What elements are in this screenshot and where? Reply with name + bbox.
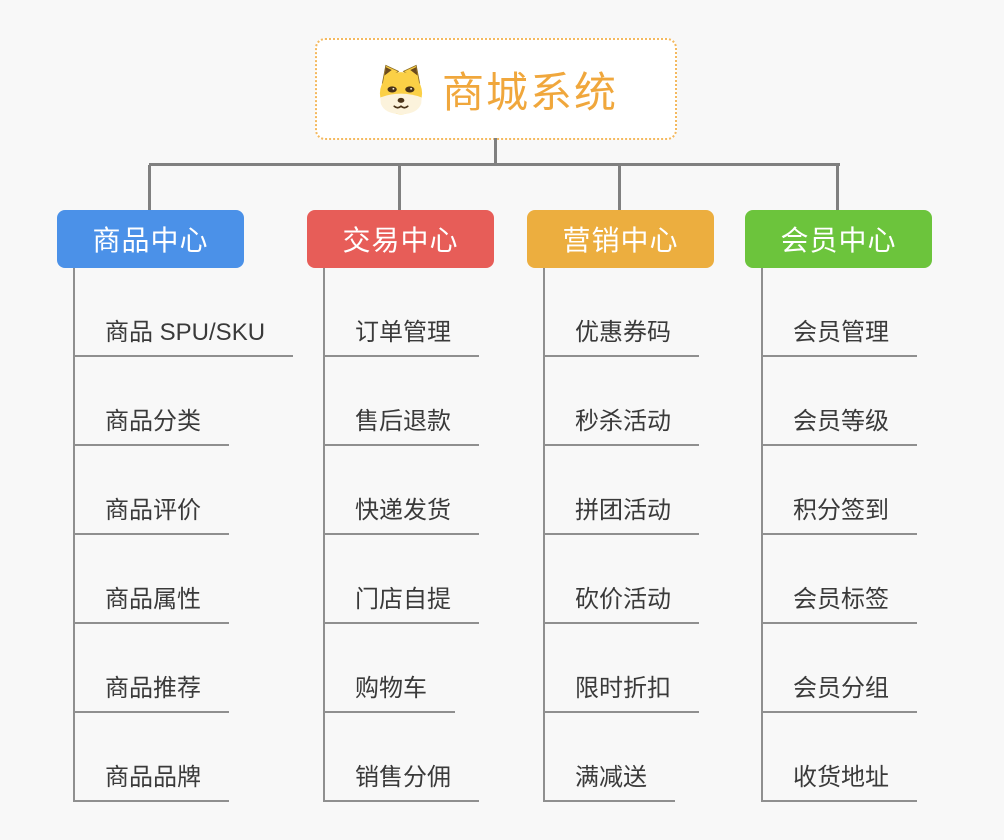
- branch-member-center: 会员中心 会员管理 会员等级 积分签到 会员标签 会员分组 收货地址: [745, 210, 985, 802]
- leaf-topic-label[interactable]: 收货地址: [761, 757, 917, 802]
- leaf-topic: 商品评价: [57, 446, 297, 535]
- leaf-topic-label[interactable]: 会员等级: [761, 401, 917, 446]
- connector-stub-member-center: [836, 165, 839, 210]
- leaf-topic-label[interactable]: 满减送: [543, 757, 675, 802]
- leaf-topic: 限时折扣: [527, 624, 767, 713]
- leaf-topic: 商品品牌: [57, 713, 297, 802]
- leaf-topic-label[interactable]: 商品品牌: [73, 757, 229, 802]
- leaf-topic: 砍价活动: [527, 535, 767, 624]
- leaf-topic-label[interactable]: 购物车: [323, 668, 455, 713]
- leaf-topic-label[interactable]: 积分签到: [761, 490, 917, 535]
- leaf-topic-label[interactable]: 优惠券码: [543, 312, 699, 357]
- leaf-topic-label[interactable]: 商品评价: [73, 490, 229, 535]
- leaf-topic: 商品推荐: [57, 624, 297, 713]
- leaf-topic: 门店自提: [307, 535, 547, 624]
- leaf-topic-label[interactable]: 商品 SPU/SKU: [73, 312, 294, 357]
- connector-stub-product-center: [148, 165, 151, 210]
- leaf-topic-label[interactable]: 会员标签: [761, 579, 917, 624]
- leaf-topic: 积分签到: [745, 446, 985, 535]
- branch-topic-member-center[interactable]: 会员中心: [745, 210, 932, 268]
- leaf-topic-label[interactable]: 限时折扣: [543, 668, 699, 713]
- connector-stub-trade-center: [398, 165, 401, 210]
- leaf-topic: 秒杀活动: [527, 357, 767, 446]
- branch-trade-center: 交易中心 订单管理 售后退款 快递发货 门店自提 购物车 销售分佣: [307, 210, 547, 802]
- leaf-topic-label[interactable]: 会员管理: [761, 312, 917, 357]
- doge-icon: [379, 64, 423, 115]
- leaf-topic-label[interactable]: 商品推荐: [73, 668, 229, 713]
- leaf-list-member-center: 会员管理 会员等级 积分签到 会员标签 会员分组 收货地址: [745, 268, 985, 802]
- branch-topic-product-center[interactable]: 商品中心: [57, 210, 244, 268]
- connector-horizontal-bar: [149, 163, 840, 166]
- leaf-topic: 会员管理: [745, 268, 985, 357]
- branch-product-center: 商品中心 商品 SPU/SKU 商品分类 商品评价 商品属性 商品推荐 商品品牌: [57, 210, 297, 802]
- leaf-topic: 快递发货: [307, 446, 547, 535]
- leaf-topic-label[interactable]: 商品分类: [73, 401, 229, 446]
- leaf-topic: 销售分佣: [307, 713, 547, 802]
- root-topic[interactable]: 商城系统: [315, 38, 677, 140]
- leaf-topic: 会员等级: [745, 357, 985, 446]
- leaf-topic: 商品属性: [57, 535, 297, 624]
- leaf-topic-label[interactable]: 快递发货: [323, 490, 479, 535]
- leaf-topic-label[interactable]: 商品属性: [73, 579, 229, 624]
- root-topic-label: 商城系统: [441, 68, 618, 116]
- leaf-topic-label[interactable]: 砍价活动: [543, 579, 699, 624]
- leaf-list-trade-center: 订单管理 售后退款 快递发货 门店自提 购物车 销售分佣: [307, 268, 547, 802]
- leaf-topic: 拼团活动: [527, 446, 767, 535]
- leaf-topic: 商品 SPU/SKU: [57, 268, 297, 357]
- leaf-topic: 会员分组: [745, 624, 985, 713]
- branch-marketing-center: 营销中心 优惠券码 秒杀活动 拼团活动 砍价活动 限时折扣 满减送: [527, 210, 767, 802]
- leaf-topic: 会员标签: [745, 535, 985, 624]
- leaf-list-product-center: 商品 SPU/SKU 商品分类 商品评价 商品属性 商品推荐 商品品牌: [57, 268, 297, 802]
- leaf-topic: 购物车: [307, 624, 547, 713]
- leaf-topic-label[interactable]: 会员分组: [761, 668, 917, 713]
- leaf-topic-label[interactable]: 订单管理: [323, 312, 479, 357]
- leaf-list-marketing-center: 优惠券码 秒杀活动 拼团活动 砍价活动 限时折扣 满减送: [527, 268, 767, 802]
- connector-stub-marketing-center: [618, 165, 621, 210]
- leaf-topic-label[interactable]: 拼团活动: [543, 490, 699, 535]
- connector-root-stub: [494, 138, 497, 165]
- leaf-topic: 优惠券码: [527, 268, 767, 357]
- leaf-topic-label[interactable]: 销售分佣: [323, 757, 479, 802]
- leaf-topic-label[interactable]: 售后退款: [323, 401, 479, 446]
- branch-topic-marketing-center[interactable]: 营销中心: [527, 210, 714, 268]
- leaf-topic-label[interactable]: 秒杀活动: [543, 401, 699, 446]
- leaf-topic: 售后退款: [307, 357, 547, 446]
- leaf-topic-label[interactable]: 门店自提: [323, 579, 479, 624]
- leaf-topic: 订单管理: [307, 268, 547, 357]
- leaf-topic: 收货地址: [745, 713, 985, 802]
- leaf-topic: 满减送: [527, 713, 767, 802]
- branch-topic-trade-center[interactable]: 交易中心: [307, 210, 494, 268]
- leaf-topic: 商品分类: [57, 357, 297, 446]
